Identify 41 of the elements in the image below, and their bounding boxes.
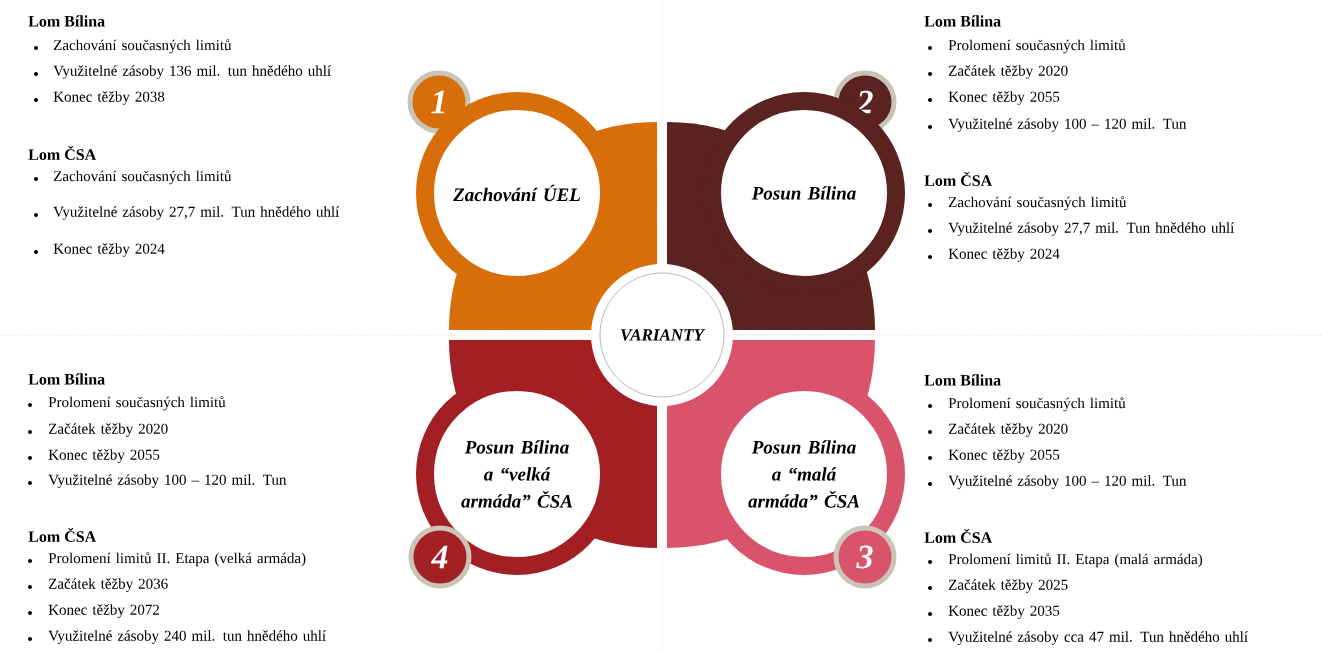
list-item: Konec těžby 2072: [48, 604, 159, 618]
section-heading: Lom ČSA: [924, 172, 993, 186]
node-label: Posun Bílina a “velká armáda” ČSA: [461, 440, 573, 508]
list-item: Konec těžby 2024: [948, 248, 1060, 262]
list-item: Využitelné zásoby 100 – 120 mil. Tun: [948, 475, 1187, 489]
list-item: Konec těžby 2035: [948, 605, 1060, 619]
list-item: Využitelné zásoby 100 – 120 mil. Tun: [48, 474, 287, 488]
list-item: Zachování současných limitů: [53, 39, 232, 54]
number-badge: 4: [408, 525, 472, 589]
section-heading: Lom ČSA: [28, 146, 97, 160]
section-heading: Lom Bílina: [28, 15, 105, 27]
list-item: Prolomení současných limitů: [48, 396, 226, 411]
list-item: Konec těžby 2055: [948, 91, 1060, 105]
list-item: Konec těžby 2024: [53, 243, 165, 257]
section-heading: Lom Bílina: [28, 373, 105, 385]
list-item: Konec těžby 2055: [948, 449, 1060, 463]
list-item: Využitelné zásoby 240 mil. tun hnědého uhlí: [48, 630, 326, 644]
list-item: Začátek těžby 2020: [948, 65, 1068, 79]
list-item: Využitelné zásoby 27,7 mil. Tun hnědého uhlí: [53, 206, 340, 220]
list-item: Konec těžby 2055: [48, 449, 160, 463]
list-item: Prolomení limitů II. Etapa (velká armáda): [48, 552, 306, 567]
list-item: Zachování současných limitů: [53, 170, 232, 185]
list-item: Využitelné zásoby 136 mil. tun hnědého uhlí: [53, 65, 331, 79]
list-item: Využitelné zásoby 100 – 120 mil. Tun: [948, 118, 1187, 132]
section-heading: Lom Bílina: [924, 15, 1001, 27]
list-item: Prolomení současných limitů: [948, 397, 1126, 412]
number-badge: 3: [833, 525, 897, 589]
list-item: Využitelné zásoby 27,7 mil. Tun hnědého uhlí: [948, 222, 1235, 236]
list-item: Začátek těžby 2020: [48, 423, 168, 437]
section-heading: Lom Bílina: [924, 374, 1001, 386]
list-item: Konec těžby 2038: [53, 91, 165, 105]
list-item: Začátek těžby 2025: [948, 579, 1068, 593]
list-item: Využitelné zásoby cca 47 mil. Tun hnědého uhlí: [948, 631, 1248, 645]
list-item: Začátek těžby 2036: [48, 578, 168, 592]
section-heading: Lom ČSA: [28, 528, 97, 542]
section-heading: Lom ČSA: [924, 529, 993, 543]
node-label: Posun Bílina a “malá armáda” ČSA: [748, 440, 860, 508]
list-item: Prolomení limitů II. Etapa (malá armáda): [948, 553, 1203, 568]
list-item: Prolomení současných limitů: [948, 39, 1126, 54]
list-item: Zachování současných limitů: [948, 196, 1127, 211]
list-item: Začátek těžby 2020: [948, 423, 1068, 437]
